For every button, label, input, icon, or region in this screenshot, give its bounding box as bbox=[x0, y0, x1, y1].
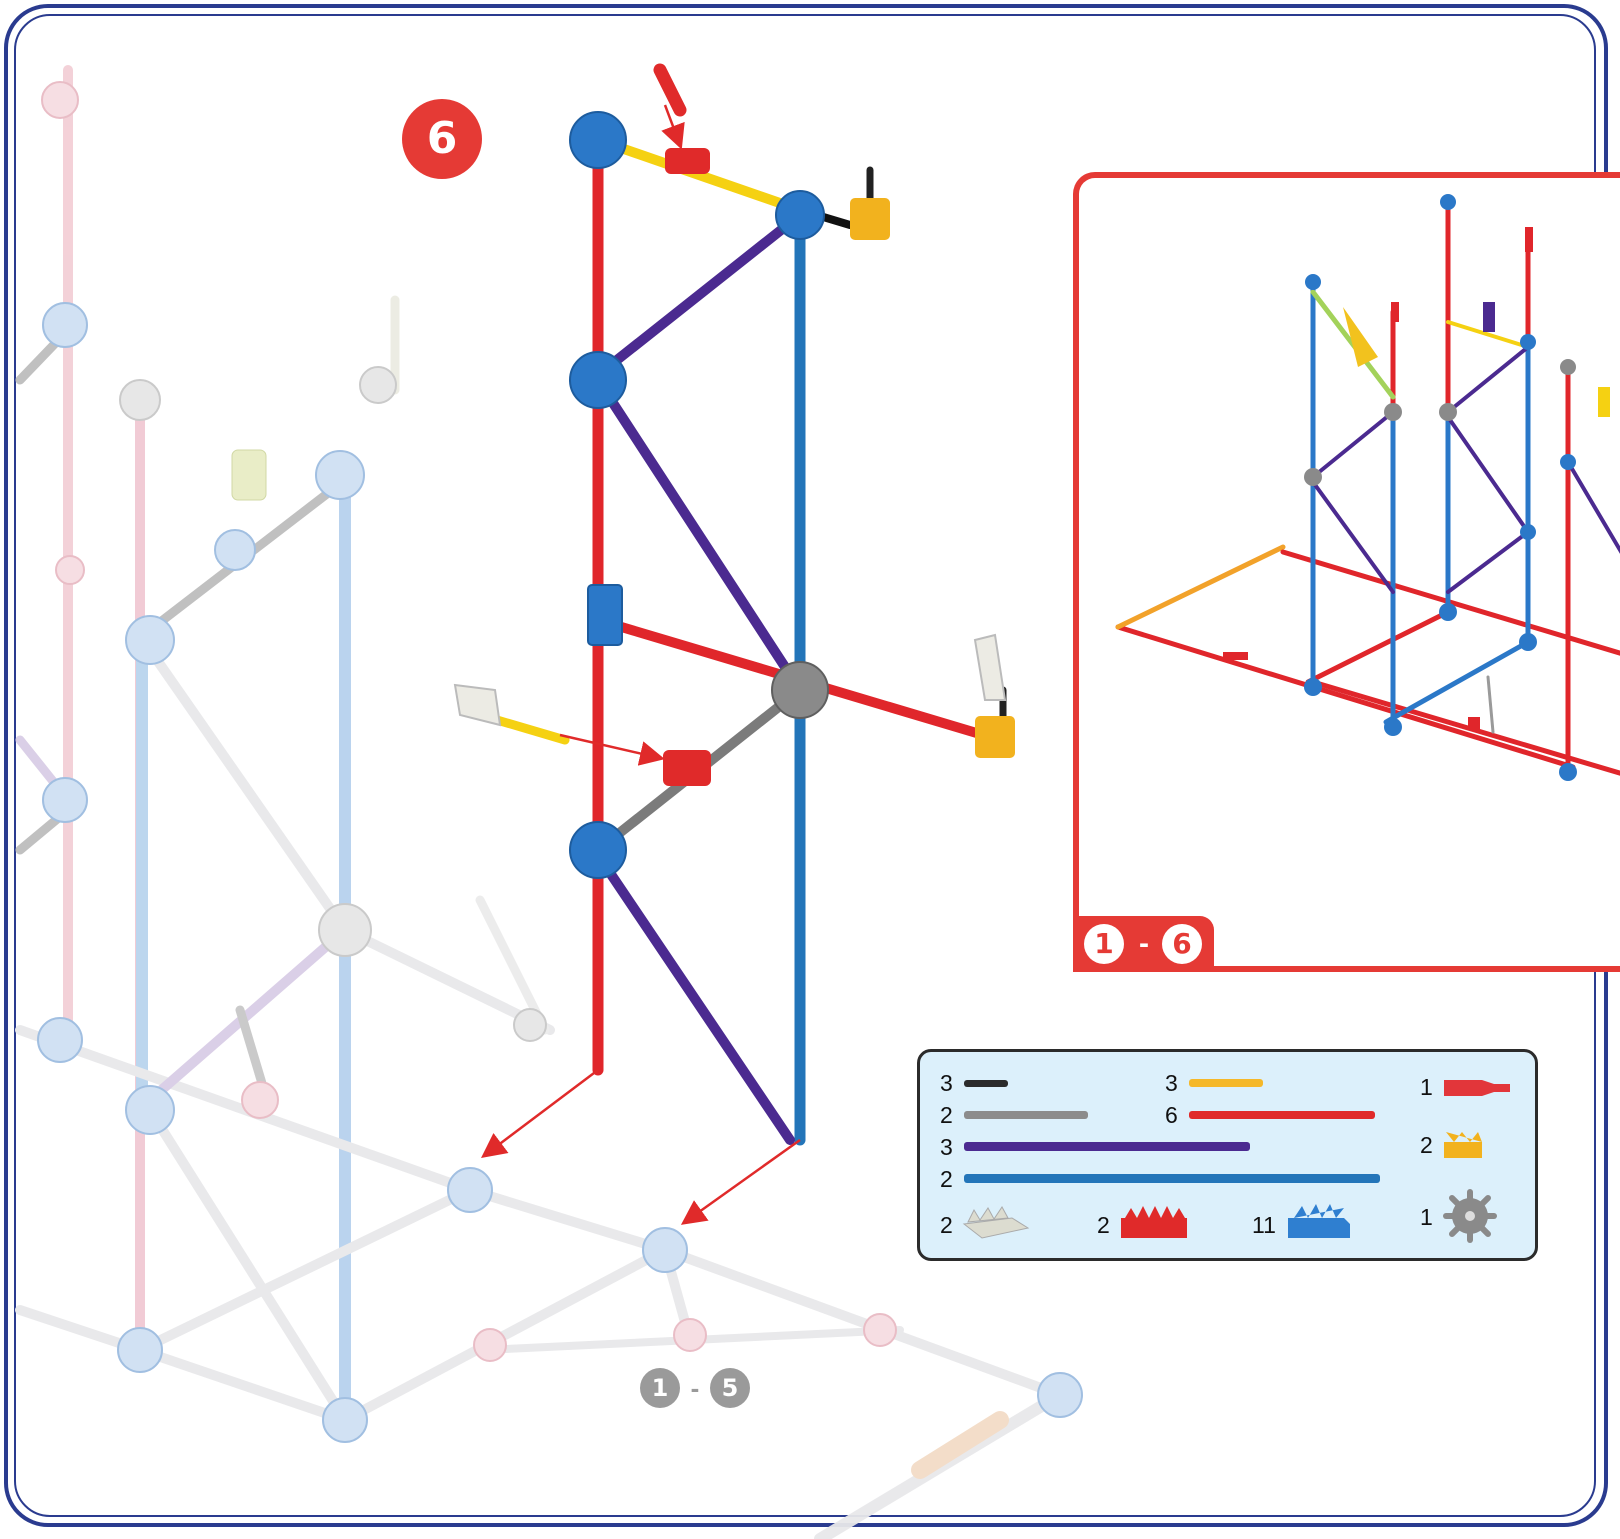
part-red-rod: 6 bbox=[1165, 1100, 1385, 1130]
blue-rod-icon bbox=[964, 1174, 1380, 1183]
range-separator: - bbox=[690, 1373, 700, 1403]
part-quantity: 6 bbox=[1165, 1102, 1178, 1128]
part-quantity: 3 bbox=[940, 1070, 953, 1096]
range-separator: - bbox=[1139, 927, 1149, 960]
red-handle-icon bbox=[1444, 1080, 1510, 1096]
step-number-badge: 6 bbox=[402, 99, 482, 179]
blue-connector-icon bbox=[1288, 1204, 1350, 1238]
part-quantity: 2 bbox=[1097, 1212, 1110, 1238]
range-start-number: 1 bbox=[1084, 924, 1124, 964]
gray-hub-icon bbox=[1443, 1189, 1497, 1243]
parts-list: 3 3 1 2 6 3 2 2 bbox=[917, 1049, 1538, 1261]
part-quantity: 3 bbox=[940, 1134, 953, 1160]
purple-rod-icon bbox=[964, 1142, 1250, 1151]
part-orange-clip-connector: 2 bbox=[1420, 1130, 1520, 1160]
red-rod-icon bbox=[1189, 1111, 1375, 1119]
part-quantity: 11 bbox=[1252, 1212, 1276, 1238]
range-start-number: 1 bbox=[640, 1368, 680, 1408]
part-gray-hub-connector: 1 bbox=[1420, 1189, 1520, 1243]
part-blue-rod: 2 bbox=[940, 1164, 1400, 1194]
overview-range-tab: 1 - 6 bbox=[1074, 916, 1214, 972]
step-structure bbox=[453, 63, 1015, 1225]
overview-illustration bbox=[1115, 194, 1620, 781]
part-quantity: 2 bbox=[940, 1212, 953, 1238]
black-rod-icon bbox=[964, 1080, 1008, 1087]
part-quantity: 1 bbox=[1420, 1204, 1433, 1230]
part-quantity: 2 bbox=[940, 1166, 953, 1192]
red-connector-icon bbox=[1121, 1206, 1187, 1238]
part-quantity: 1 bbox=[1420, 1074, 1433, 1100]
part-quantity: 3 bbox=[1165, 1070, 1178, 1096]
part-quantity: 2 bbox=[940, 1102, 953, 1128]
previous-steps-range: 1 - 5 bbox=[640, 1368, 750, 1408]
part-blue-connector: 11 bbox=[1252, 1204, 1362, 1240]
part-black-connector-rod: 3 bbox=[940, 1068, 1060, 1098]
part-quantity: 2 bbox=[1420, 1132, 1433, 1158]
part-purple-rod: 3 bbox=[940, 1132, 1260, 1162]
yellow-rod-icon bbox=[1189, 1079, 1263, 1087]
part-red-handle-piece: 1 bbox=[1420, 1072, 1520, 1102]
part-red-connector: 2 bbox=[1097, 1206, 1207, 1240]
faded-base-structure bbox=[15, 65, 1083, 1539]
range-end-number: 6 bbox=[1162, 924, 1202, 964]
orange-clip-icon bbox=[1444, 1132, 1482, 1158]
range-end-number: 5 bbox=[710, 1368, 750, 1408]
part-white-connector: 2 bbox=[940, 1206, 1050, 1240]
white-connector-icon bbox=[962, 1206, 1030, 1239]
overview-inset bbox=[1073, 172, 1620, 972]
part-yellow-rod: 3 bbox=[1165, 1068, 1285, 1098]
part-gray-rod: 2 bbox=[940, 1100, 1110, 1130]
gray-rod-icon bbox=[964, 1111, 1088, 1119]
